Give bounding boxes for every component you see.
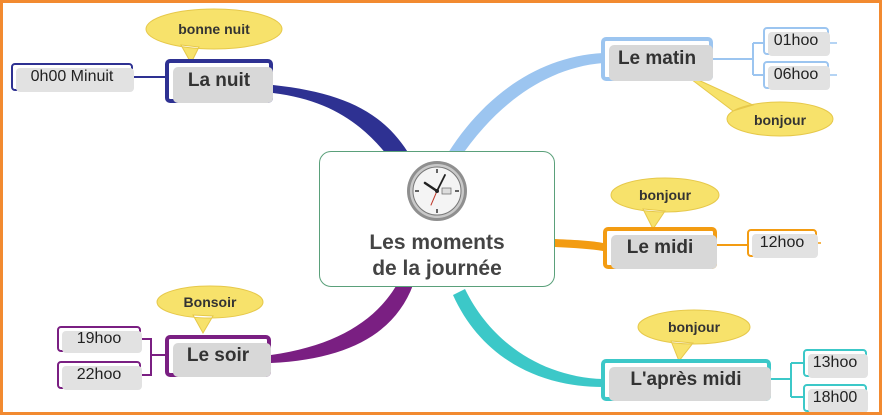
callout-apres-midi-shape	[637, 309, 751, 362]
leaf-apres-midi-2[interactable]: 18h00	[803, 384, 868, 412]
callout-matin-bonjour: bonjour	[753, 112, 807, 128]
callout-matin-shape	[682, 72, 834, 137]
matin-branch-curve	[448, 53, 603, 161]
callout-bonne-nuit: bonne nuit	[178, 21, 250, 37]
leaf-matin-2[interactable]: 06hoo	[763, 61, 830, 90]
branch-le-matin[interactable]: Le matin	[601, 37, 713, 81]
callout-apres-midi-bonjour: bonjour	[667, 319, 721, 335]
wall-clock-icon	[407, 161, 467, 221]
branch-la-nuit[interactable]: La nuit	[165, 59, 273, 103]
midi-branch-curve	[555, 239, 603, 251]
leaf-soir-2[interactable]: 22hoo	[57, 361, 142, 390]
matin-leaf-connector	[713, 42, 765, 76]
callout-bonsoir: Bonsoir	[183, 294, 237, 310]
callout-soir-shape	[156, 285, 264, 335]
central-topic-line-1: Les moments	[369, 231, 505, 254]
leaf-midi-1[interactable]: 12hoo	[747, 229, 818, 258]
branch-le-midi[interactable]: Le midi	[603, 227, 717, 269]
leaf-apres-midi-1[interactable]: 13hoo	[803, 349, 868, 378]
leaf-nuit-1[interactable]: 0h00 Minuit	[11, 63, 134, 92]
callout-bubbles	[145, 8, 834, 362]
callout-nuit-shape	[145, 8, 283, 65]
central-topic-title: Les moments de la journée	[320, 230, 554, 282]
branch-apres-midi[interactable]: L'après midi	[601, 359, 771, 401]
leaf-soir-1[interactable]: 19hoo	[57, 326, 142, 353]
leaf-matin-1[interactable]: 01hoo	[763, 27, 830, 56]
callout-midi-bonjour: bonjour	[638, 187, 692, 203]
apres-midi-leaf-connector	[771, 362, 803, 398]
apres-midi-branch-curve	[453, 289, 603, 387]
callout-midi-shape	[610, 177, 720, 230]
central-topic-line-2: de la journée	[372, 257, 502, 280]
soir-leaf-connector	[141, 338, 165, 376]
branch-le-soir[interactable]: Le soir	[165, 335, 271, 377]
